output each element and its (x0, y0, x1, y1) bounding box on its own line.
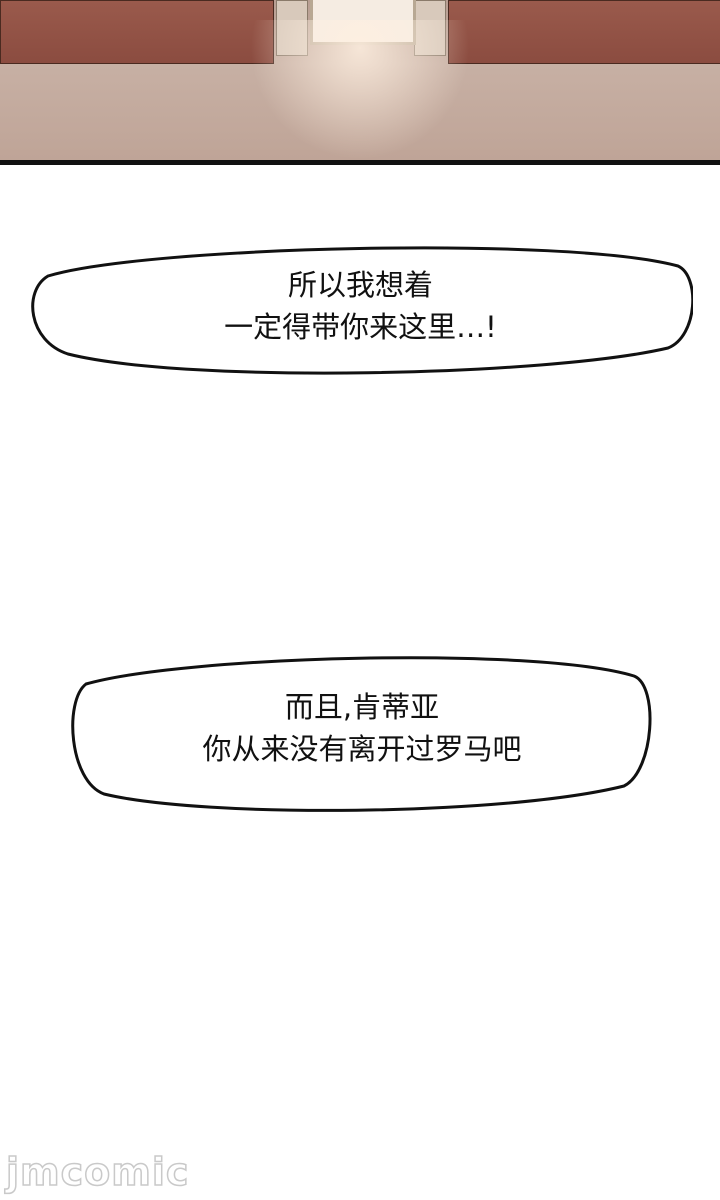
bubble-line: 你从来没有离开过罗马吧 (202, 732, 522, 766)
bubble-line: 一定得带你来这里…! (224, 310, 497, 344)
bubble-line: 而且,肯蒂亚 (284, 690, 440, 724)
comic-panel-room-floor (0, 0, 720, 160)
bubble-line: 所以我想着 (287, 268, 433, 302)
bubble-outline (71, 656, 652, 812)
watermark-logo: jmcomic (5, 1149, 190, 1195)
light-glow (250, 20, 470, 160)
speech-bubble-2: 而且,肯蒂亚 你从来没有离开过罗马吧 (64, 646, 660, 818)
speech-bubble-1: 所以我想着 一定得带你来这里…! (28, 236, 693, 382)
panel-border (0, 160, 720, 165)
bubble-outline (31, 246, 693, 375)
window-right (448, 0, 720, 64)
window-left (0, 0, 274, 64)
